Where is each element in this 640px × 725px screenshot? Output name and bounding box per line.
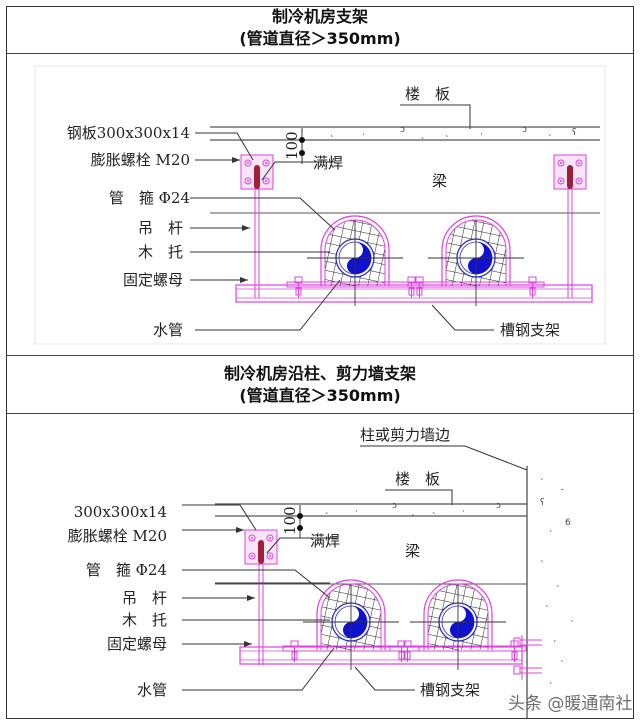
- svg-text:ɔ: ɔ: [496, 501, 501, 511]
- label-steel-plate: 钢板300x300x14: [67, 124, 190, 142]
- label-water-pipe-bottom: 水管: [137, 681, 167, 699]
- watermark-text: 头条 @暖通南社: [508, 694, 632, 714]
- label-column-edge: 柱或剪力墙边: [360, 426, 450, 444]
- label-channel-steel-bottom: 槽钢支架: [420, 681, 480, 699]
- label-expansion-bolt: 膨胀螺栓 M20: [91, 151, 190, 169]
- svg-text:ˏ: ˏ: [420, 130, 425, 140]
- svg-text:ˎ: ˎ: [445, 128, 450, 138]
- svg-text:ˎ: ˎ: [548, 127, 553, 137]
- svg-text:·: ·: [480, 130, 483, 140]
- svg-text:ˎ: ˎ: [540, 553, 545, 563]
- svg-text:ˎ: ˎ: [432, 505, 437, 515]
- top-panel-title: 制冷机房支架: [271, 7, 368, 26]
- label-pipe-clamp-bottom: 管 箍 Φ24: [86, 561, 167, 579]
- svg-text:ʕ: ʕ: [572, 128, 577, 138]
- top-title-divider: [6, 53, 634, 54]
- label-full-weld-bottom: 满焊: [310, 532, 340, 550]
- bottom-title-divider: [6, 413, 634, 414]
- top-panel-title-block: 制冷机房支架 (管道直径＞350mm): [6, 6, 634, 50]
- panel-divider: [6, 355, 634, 356]
- label-floor-slab: 楼 板: [405, 85, 450, 103]
- label-wood-support: 木 托: [138, 243, 183, 261]
- label-beam: 梁: [432, 172, 447, 190]
- svg-text:·: ·: [362, 130, 365, 140]
- label-steel-plate-bottom: 300x300x14: [74, 503, 167, 521]
- label-pipe-clamp: 管 箍 Φ24: [109, 189, 190, 207]
- label-channel-steel: 槽钢支架: [500, 321, 560, 339]
- label-beam-bottom: 梁: [405, 542, 420, 560]
- svg-text:ˏ: ˏ: [555, 578, 560, 588]
- svg-text:ˏ: ˏ: [410, 507, 415, 517]
- label-floor-slab-bottom: 楼 板: [395, 470, 440, 488]
- svg-text:ʕ: ʕ: [540, 498, 545, 508]
- svg-text:ɔ: ɔ: [522, 125, 527, 135]
- svg-text:ˏ: ˏ: [548, 675, 553, 685]
- label-fixing-nut: 固定螺母: [123, 271, 183, 289]
- bottom-panel-title-block: 制冷机房沿柱、剪力墙支架 (管道直径＞350mm): [6, 363, 634, 407]
- label-hanger-rod-bottom: 吊 杆: [122, 589, 167, 607]
- svg-text:6: 6: [565, 518, 571, 528]
- svg-text:ˎ: ˎ: [560, 653, 565, 663]
- bottom-panel-title: 制冷机房沿柱、剪力墙支架: [223, 364, 416, 383]
- drawing-frame: [6, 6, 634, 719]
- label-wood-support-bottom: 木 托: [122, 611, 167, 629]
- bottom-dimension-label: 100: [281, 506, 299, 535]
- svg-text:ˎ: ˎ: [540, 471, 545, 481]
- label-full-weld: 满焊: [313, 154, 343, 172]
- svg-text:ˎ: ˎ: [570, 613, 575, 623]
- svg-text:ɔ: ɔ: [400, 125, 405, 135]
- label-fixing-nut-bottom: 固定螺母: [107, 635, 167, 653]
- svg-text:ɔ: ɔ: [392, 501, 397, 511]
- svg-text:·: ·: [462, 507, 465, 517]
- svg-text:ˏ: ˏ: [548, 523, 553, 533]
- svg-text:ˍ: ˍ: [560, 481, 565, 491]
- bottom-panel-subtitle: (管道直径＞350mm): [239, 386, 401, 405]
- label-expansion-bolt-bottom: 膨胀螺栓 M20: [68, 527, 167, 545]
- top-dimension-label: 100: [283, 131, 301, 160]
- svg-text:·: ·: [355, 507, 358, 517]
- svg-text:ˎ: ˎ: [545, 598, 550, 608]
- svg-text:ˏ: ˏ: [552, 633, 557, 643]
- label-water-pipe: 水管: [153, 321, 183, 339]
- svg-text:ˎ: ˎ: [330, 128, 335, 138]
- svg-text:ˎ: ˎ: [325, 505, 330, 515]
- top-panel-subtitle: (管道直径＞350mm): [239, 29, 401, 48]
- label-hanger-rod: 吊 杆: [138, 219, 183, 237]
- top-panel-drawing: ˎ · ɔ ˏ ˎ · ɔ ˎ ʕ 100: [34, 65, 606, 345]
